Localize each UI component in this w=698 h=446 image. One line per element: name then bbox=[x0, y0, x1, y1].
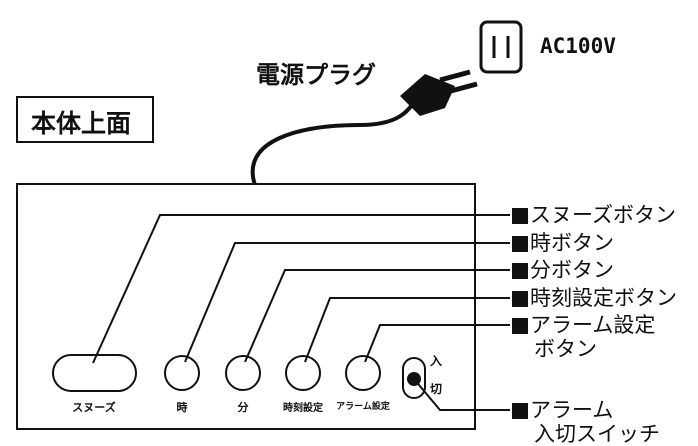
power-plug-icon bbox=[400, 69, 478, 116]
square-bullet-icon bbox=[512, 403, 528, 419]
leader-snooze bbox=[92, 214, 510, 364]
callout-alarm-set-line2: ボタン bbox=[534, 337, 597, 361]
square-bullet-icon bbox=[512, 208, 528, 224]
callout-snooze-button: スヌーズボタン bbox=[512, 203, 676, 227]
time-set-label: 時刻設定 bbox=[283, 403, 323, 414]
hour-button bbox=[164, 355, 200, 391]
snooze-label: スヌーズ bbox=[72, 401, 116, 414]
switch-off-label: 切 bbox=[430, 382, 443, 396]
square-bullet-icon bbox=[512, 291, 528, 307]
leader-hour bbox=[184, 242, 510, 363]
square-bullet-icon bbox=[512, 236, 528, 252]
alarm-set-button bbox=[345, 355, 381, 391]
voltage-label: AC100V bbox=[540, 34, 616, 58]
callout-alarm-switch: アラーム 入切スイッチ bbox=[512, 398, 660, 446]
callout-hour-button: 時ボタン bbox=[512, 231, 614, 255]
leader-switch bbox=[413, 378, 510, 411]
alarm-set-label: アラーム設定 bbox=[336, 402, 390, 412]
callout-time-set-button: 時刻設定ボタン bbox=[512, 286, 677, 310]
wall-outlet-icon bbox=[479, 20, 523, 74]
leader-lines bbox=[92, 214, 510, 411]
leader-minute bbox=[244, 269, 510, 363]
callout-minute-button: 分ボタン bbox=[512, 258, 614, 282]
power-cord bbox=[250, 94, 420, 186]
minute-label: 分 bbox=[237, 401, 249, 414]
minute-button bbox=[225, 355, 261, 391]
time-set-button bbox=[285, 355, 321, 391]
square-bullet-icon bbox=[512, 263, 528, 279]
plug-label: 電源プラグ bbox=[256, 61, 376, 89]
panel-title: 本体上面 bbox=[31, 109, 132, 138]
square-bullet-icon bbox=[512, 318, 528, 334]
callout-alarm-set-button: アラーム設定 ボタン bbox=[512, 313, 655, 361]
leader-time-set bbox=[304, 297, 510, 363]
switch-on-label: 入 bbox=[430, 354, 443, 368]
snooze-button bbox=[52, 354, 137, 392]
hour-label: 時 bbox=[176, 401, 188, 414]
panel-title-box bbox=[16, 96, 154, 143]
callout-alarm-switch-line2: 入切スイッチ bbox=[534, 422, 660, 446]
leader-alarm-set bbox=[364, 324, 510, 363]
